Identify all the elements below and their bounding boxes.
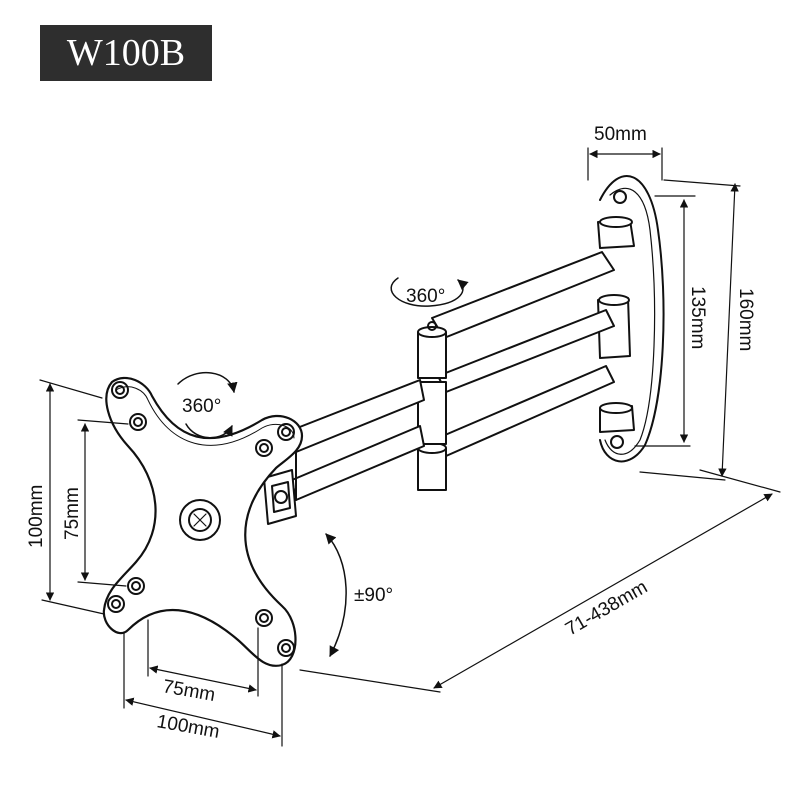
arm-swivel-arrow-icon (390, 277, 469, 307)
label-head-rotate: 360° (182, 396, 221, 417)
vesa-plate (102, 376, 304, 667)
label-extension: 71-438mm (562, 577, 651, 641)
head-rotate-arrow-top-icon (177, 371, 238, 394)
model-badge: W100B (40, 25, 212, 81)
tilt-bracket (263, 469, 297, 525)
middle-hinge (417, 321, 447, 491)
upper-arm (431, 251, 615, 457)
label-plate-inner-height: 135mm (687, 286, 708, 349)
model-name: W100B (66, 32, 186, 74)
tilt-arrow-icon (325, 533, 347, 657)
lower-arm (291, 379, 425, 501)
label-tilt: ±90° (354, 585, 393, 606)
dimension-lines (39, 147, 781, 747)
label-vesa-inner-vertical: 75mm (62, 487, 83, 540)
label-vesa-outer-vertical: 100mm (26, 485, 47, 548)
label-vesa-outer-horizontal: 100mm (155, 711, 221, 743)
label-arm-swivel: 360° (406, 286, 445, 307)
label-arm-depth: 50mm (594, 124, 647, 145)
label-plate-outer-height: 160mm (735, 288, 756, 351)
head-rotate-arrow-bottom-icon (185, 423, 233, 439)
